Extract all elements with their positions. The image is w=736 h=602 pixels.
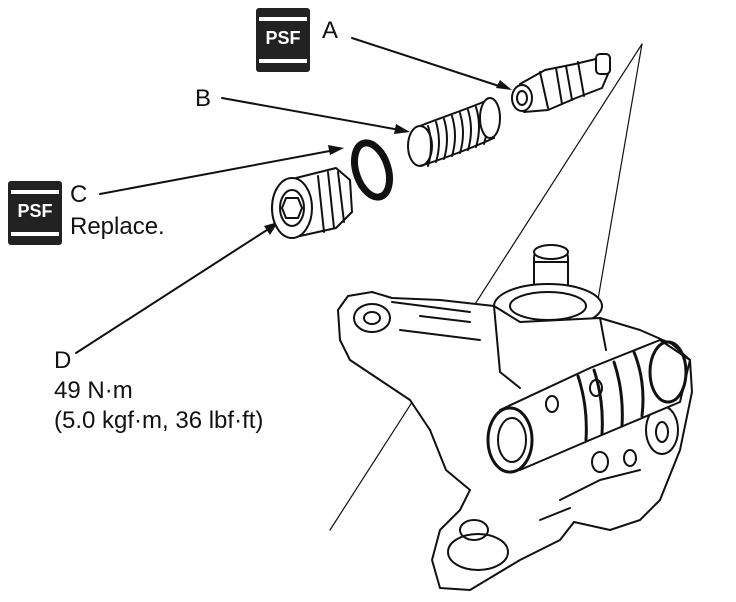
callout-a: A [322,17,339,44]
leader-line-c [99,145,344,195]
callout-d-torque: 49 N·m [54,377,133,404]
spring-icon [407,97,501,167]
pump-housing-icon [337,244,693,591]
psf-badge-label: PSF [265,28,301,48]
psf-badge-c: PSF [8,181,62,245]
o-ring-icon [350,139,394,201]
psf-badge-label: PSF [17,201,53,221]
leader-line-d [75,222,278,354]
psf-badge-a: PSF [256,8,310,72]
leader-line-a [351,37,512,90]
callout-c-note: Replace. [70,213,165,240]
callout-d-torque-alt: (5.0 kgf·m, 36 lbf·ft) [54,407,264,434]
callout-d: D [54,347,72,374]
valve-icon [511,53,611,113]
leader-line-b [221,97,410,134]
callout-b: B [195,85,212,112]
plug-bolt-icon [271,167,353,239]
callout-c: C [70,181,88,208]
